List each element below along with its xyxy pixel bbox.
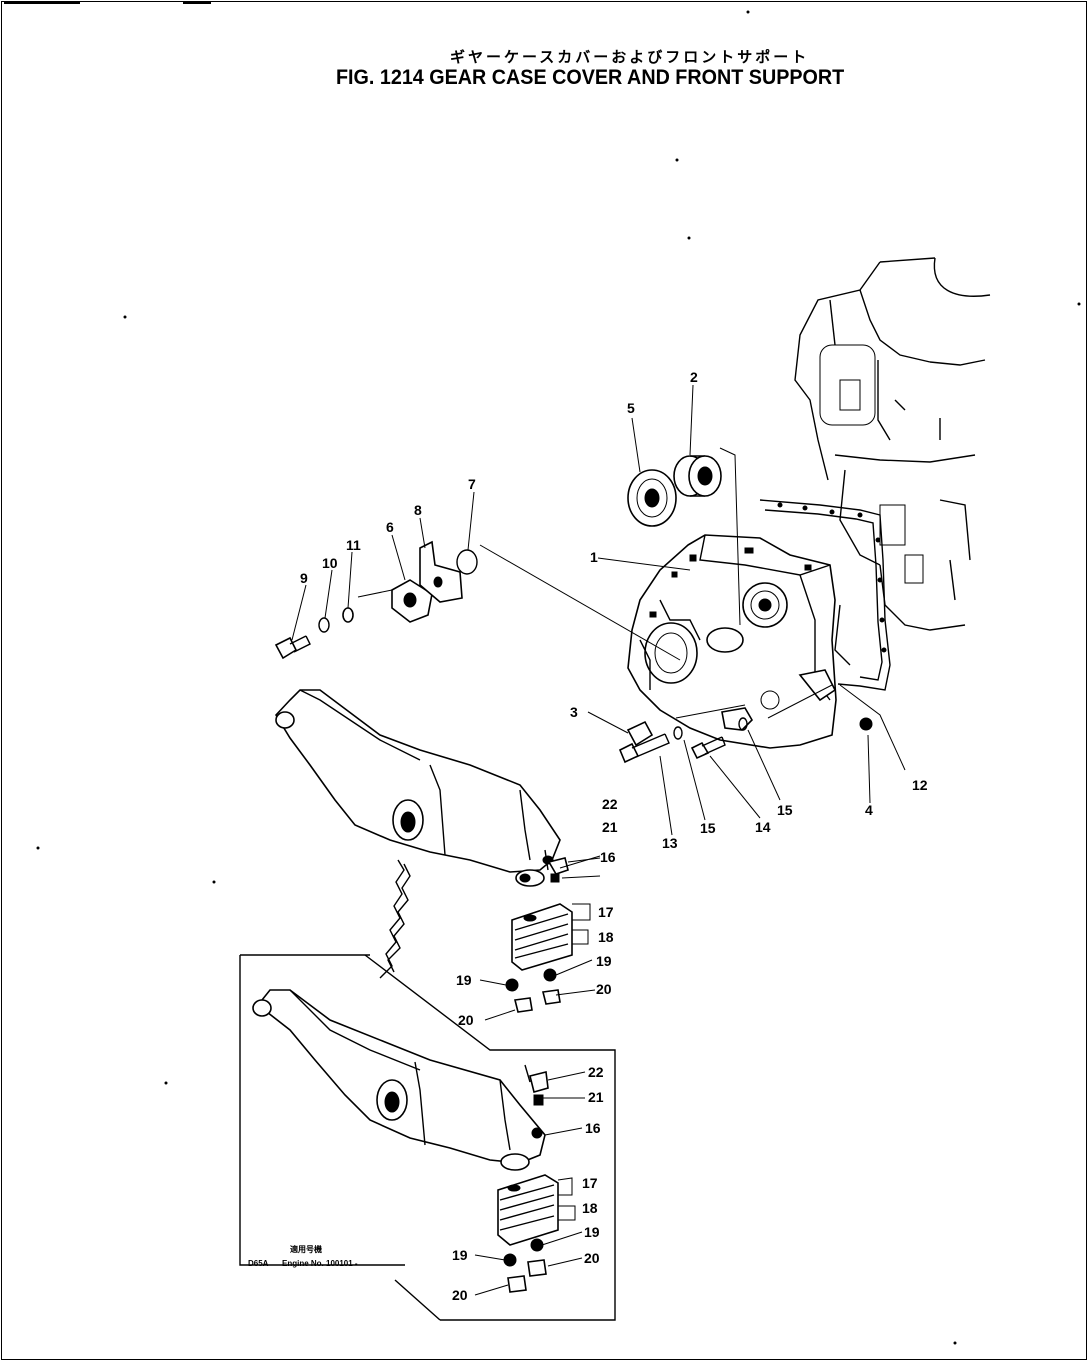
part-4-bolt bbox=[859, 717, 873, 731]
callout-22-alt: 22 bbox=[588, 1064, 604, 1080]
callout-19-right: 19 bbox=[596, 953, 612, 969]
part-7-o-ring bbox=[456, 549, 478, 575]
callout-1: 1 bbox=[590, 549, 598, 565]
callout-2: 2 bbox=[690, 369, 698, 385]
callout-18: 18 bbox=[598, 929, 614, 945]
scan-specks bbox=[36, 10, 1081, 1345]
part-1-gear-case-cover bbox=[627, 534, 837, 749]
part-8-bracket bbox=[419, 540, 463, 603]
callout-19-left: 19 bbox=[456, 972, 472, 988]
callout-14: 14 bbox=[755, 819, 771, 835]
part-13-bolt bbox=[618, 733, 670, 764]
callout-17: 17 bbox=[598, 904, 614, 920]
part-15-washer bbox=[673, 717, 748, 740]
engine-block-outline bbox=[794, 257, 991, 666]
callout-4: 4 bbox=[865, 802, 873, 818]
part-19-20-nuts bbox=[505, 968, 561, 1013]
part-12-gasket bbox=[759, 499, 891, 691]
callout-20-alt-left: 20 bbox=[452, 1287, 468, 1303]
callout-15: 15 bbox=[700, 820, 716, 836]
callout-10: 10 bbox=[322, 555, 338, 571]
callout-20-left: 20 bbox=[458, 1012, 474, 1028]
part-17-18-mount-pad-alt bbox=[497, 1174, 559, 1246]
part-14-bolt bbox=[690, 736, 726, 760]
callout-19-alt-right: 19 bbox=[584, 1224, 600, 1240]
part-2-bearing bbox=[673, 455, 722, 497]
callout-8: 8 bbox=[414, 502, 422, 518]
header-rule-short bbox=[183, 2, 211, 4]
callout-labels: 2 5 1 7 8 6 11 10 9 3 4 12 13 15 14 15 2… bbox=[300, 369, 928, 1303]
callout-7: 7 bbox=[468, 476, 476, 492]
note-model: D65A bbox=[248, 1259, 269, 1268]
callout-19-alt-left: 19 bbox=[452, 1247, 468, 1263]
part-19-20-nuts-alt bbox=[503, 1238, 547, 1293]
part-9-bolt bbox=[274, 635, 311, 660]
part-3-plug bbox=[626, 720, 654, 747]
part-21-22-breather bbox=[544, 849, 569, 883]
callout-13: 13 bbox=[662, 835, 678, 851]
callout-12: 12 bbox=[912, 777, 928, 793]
callout-5: 5 bbox=[627, 400, 635, 416]
callout-16: 16 bbox=[600, 849, 616, 865]
header-rule-left bbox=[4, 2, 80, 4]
part-16-front-support bbox=[275, 689, 561, 887]
callout-9: 9 bbox=[300, 570, 308, 586]
callout-16-alt: 16 bbox=[585, 1120, 601, 1136]
part-21-22-breather-alt bbox=[524, 1064, 549, 1106]
part-6-flange bbox=[391, 579, 433, 623]
part-5-oil-seal bbox=[627, 469, 677, 527]
part-10-washer bbox=[318, 617, 330, 633]
callout-17-alt: 17 bbox=[582, 1175, 598, 1191]
figure-title-japanese: ギヤーケースカバーおよびフロントサポート bbox=[450, 48, 810, 66]
callout-3: 3 bbox=[570, 704, 578, 720]
note-engine-number: Engine No. 100101 - bbox=[282, 1259, 358, 1268]
part-17-18-mount-pad bbox=[511, 903, 573, 971]
part-11-washer bbox=[342, 607, 354, 623]
callout-20-alt-right: 20 bbox=[584, 1250, 600, 1266]
callout-20-right: 20 bbox=[596, 981, 612, 997]
inset-frame bbox=[239, 954, 616, 1321]
connecting-stud bbox=[379, 859, 411, 979]
part-16-front-support-alt bbox=[252, 989, 546, 1171]
applicability-note: 適用号機 D65A Engine No. 100101 - bbox=[248, 1244, 358, 1268]
leader-lines bbox=[291, 384, 906, 1296]
callout-21: 21 bbox=[602, 819, 618, 835]
callout-22: 22 bbox=[602, 796, 618, 812]
figure-title: FIG. 1214 GEAR CASE COVER AND FRONT SUPP… bbox=[336, 66, 845, 89]
callout-21-alt: 21 bbox=[588, 1089, 604, 1105]
callout-6: 6 bbox=[386, 519, 394, 535]
callout-15-right: 15 bbox=[777, 802, 793, 818]
callout-18-alt: 18 bbox=[582, 1200, 598, 1216]
callout-11: 11 bbox=[346, 537, 361, 553]
note-japanese: 適用号機 bbox=[290, 1244, 322, 1254]
